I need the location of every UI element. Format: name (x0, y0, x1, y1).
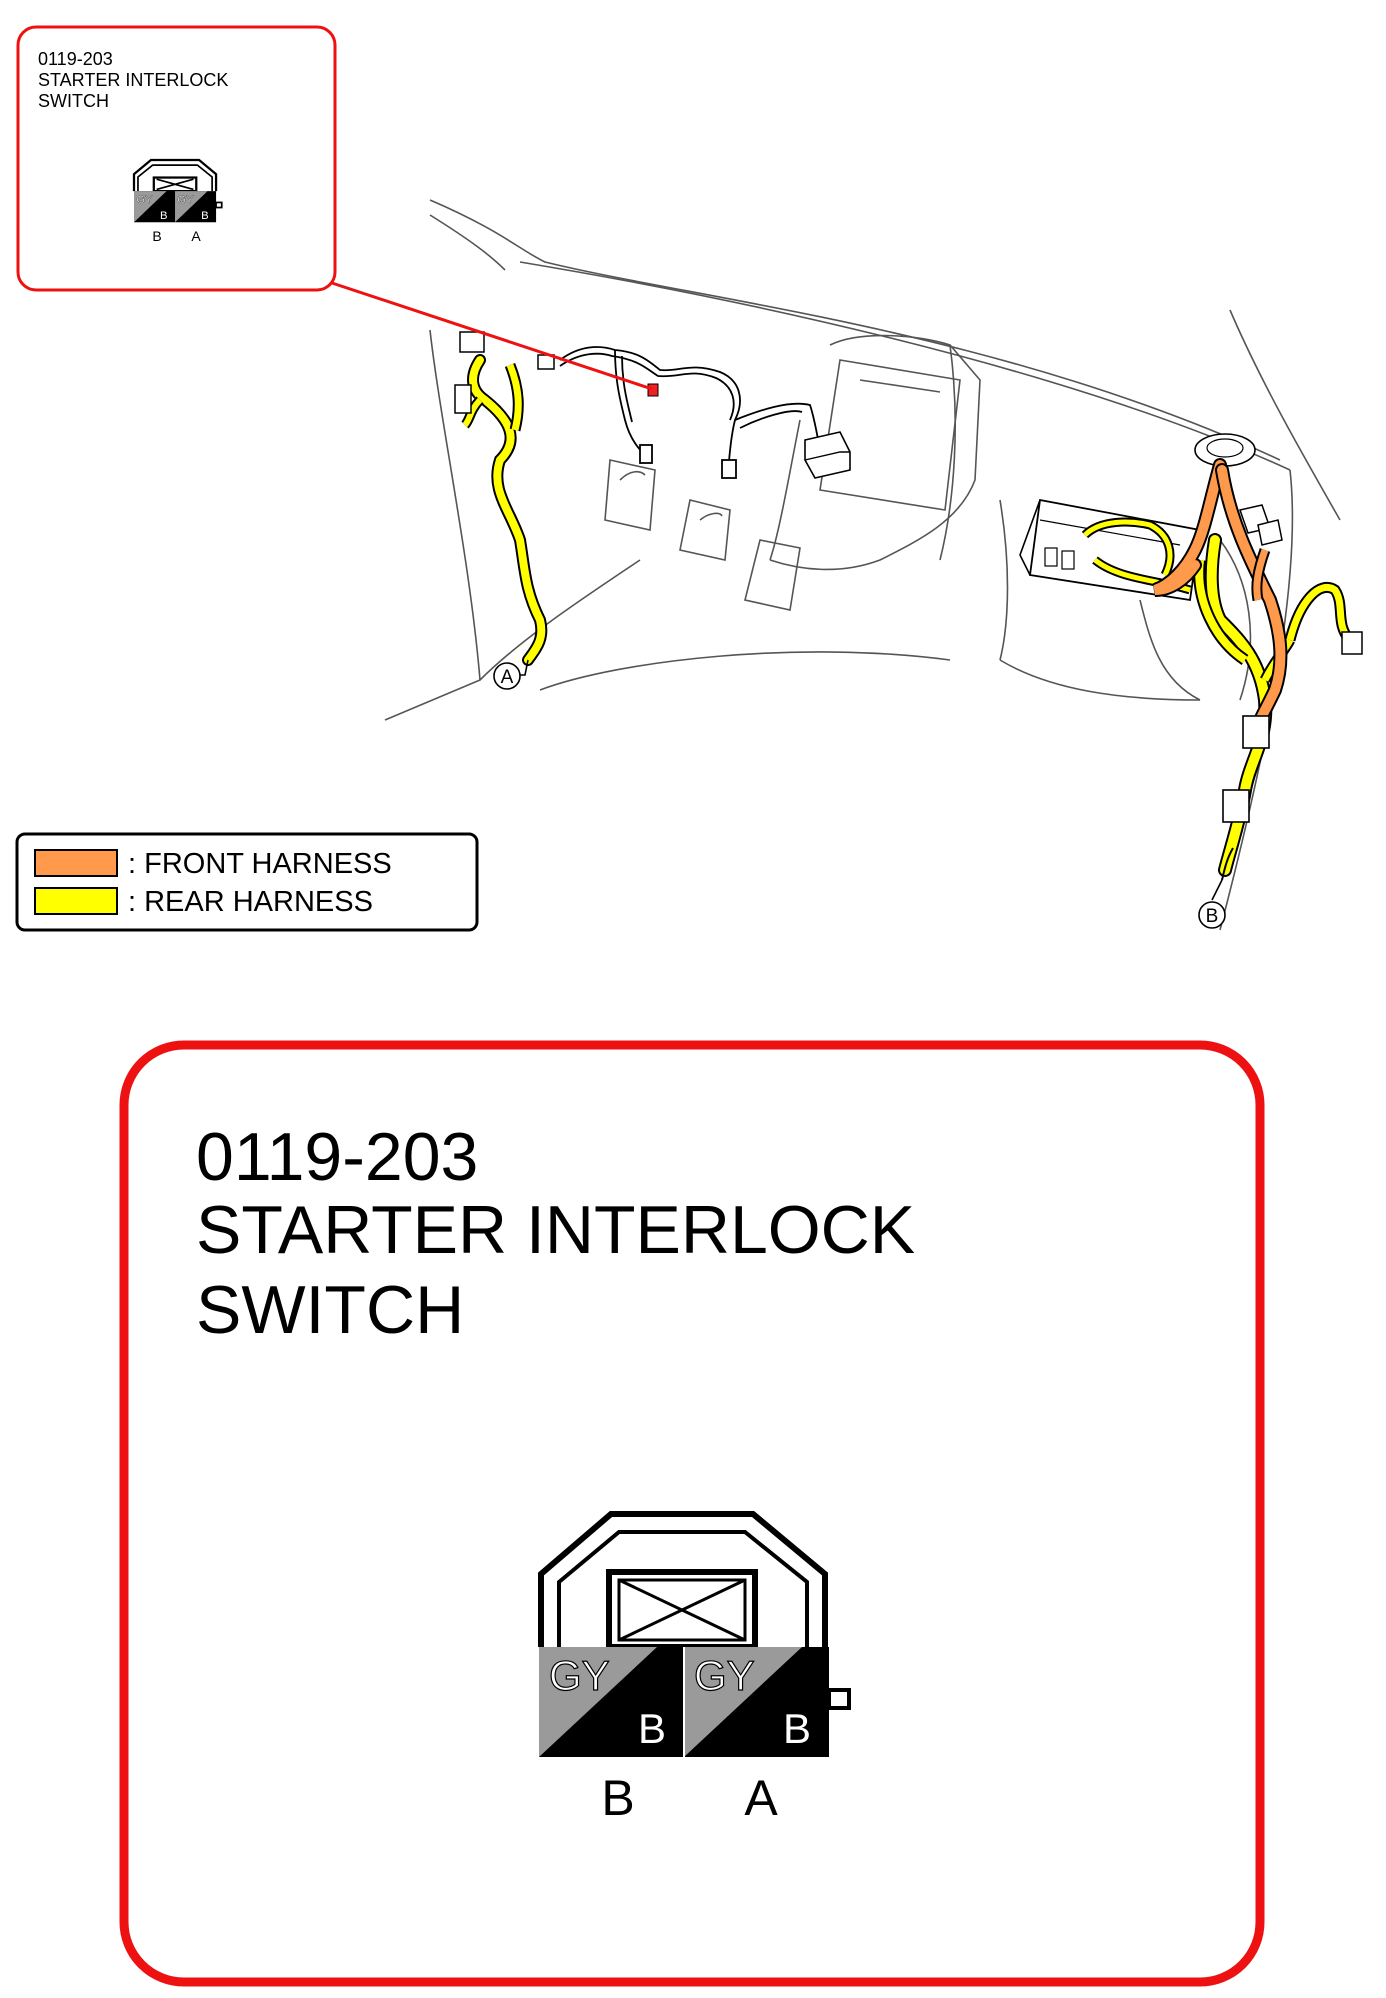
large-callout: 0119-203 STARTER INTERLOCK SWITCH GY GY … (119, 1040, 1265, 1987)
right-harness-bundle (1019, 433, 1363, 881)
small-callout-title-line1: STARTER INTERLOCK (38, 70, 228, 90)
pin-a-stripe-color: B (783, 1705, 811, 1752)
small-callout: 0119-203 STARTER INTERLOCK SWITCH GY GY … (16, 25, 653, 391)
large-callout-title-line2: SWITCH (196, 1272, 464, 1348)
small-callout-title-line2: SWITCH (38, 91, 109, 111)
pin-b-wire-color: GY (549, 1652, 610, 1699)
pin-b-gray-half (539, 1647, 657, 1757)
rear-harness-swatch (34, 887, 118, 915)
terminal-a-label: A (744, 1770, 778, 1826)
large-callout-code: 0119-203 (196, 1119, 478, 1195)
small-connector-icon: GY GY B B (132, 158, 223, 223)
pin-a-gray-half (684, 1647, 802, 1757)
svg-text:GY: GY (136, 194, 153, 206)
marker-b: B (1198, 879, 1226, 929)
terminal-b-label: B (601, 1770, 634, 1826)
lock-cross-icon (617, 1578, 747, 1642)
small-terminal-b: B (152, 228, 161, 244)
marker-a-label: A (501, 667, 514, 688)
front-harness-label: : FRONT HARNESS (128, 848, 392, 880)
harness-legend: : FRONT HARNESS : REAR HARNESS (15, 832, 479, 932)
starter-interlock-connector-location (647, 383, 659, 397)
large-callout-title-line1: STARTER INTERLOCK (196, 1192, 915, 1268)
front-harness-swatch (34, 849, 118, 877)
marker-a: A (493, 659, 529, 690)
callout-leader-line (331, 281, 653, 391)
svg-text:GY: GY (177, 194, 194, 206)
pedal-harness (559, 346, 821, 479)
pin-a-wire-color: GY (694, 1652, 755, 1699)
connector-latch-tab (827, 1688, 851, 1710)
small-terminal-a: A (191, 228, 201, 244)
marker-b-label: B (1206, 906, 1219, 927)
rear-harness-label: : REAR HARNESS (128, 886, 373, 918)
svg-text:B: B (201, 210, 209, 222)
svg-text:B: B (160, 210, 168, 222)
dash-connector (804, 431, 851, 479)
pin-b-stripe-color: B (638, 1705, 666, 1752)
small-callout-code: 0119-203 (38, 49, 113, 69)
connector-face: GY GY B B (538, 1511, 851, 1757)
rear-harness-left (454, 331, 555, 666)
